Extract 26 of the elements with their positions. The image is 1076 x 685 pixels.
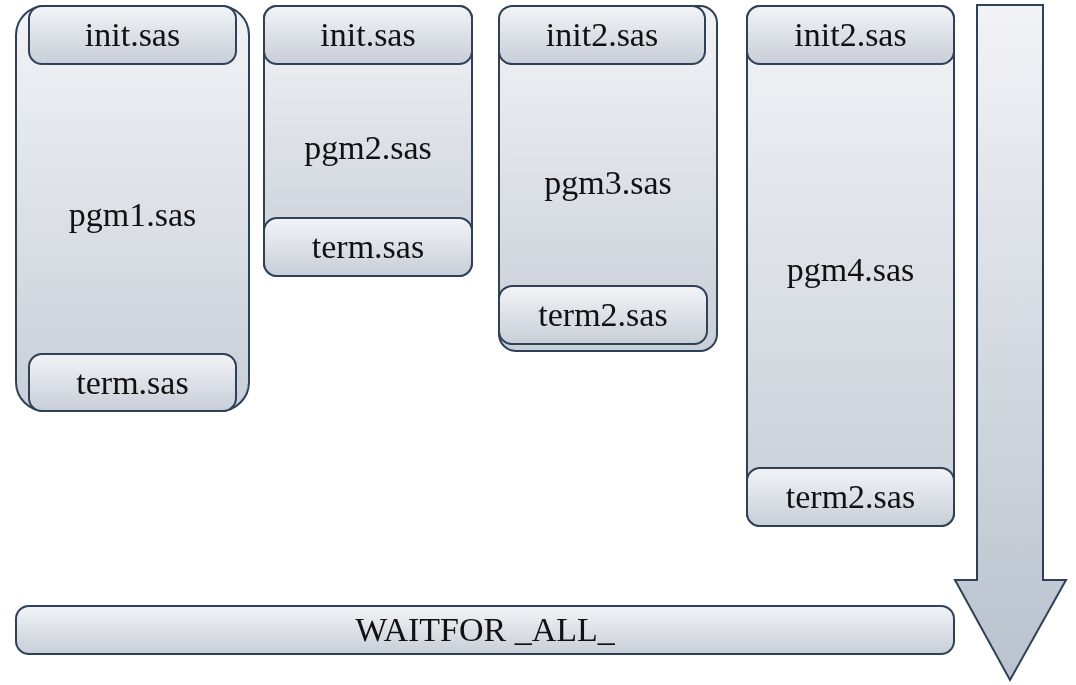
program-column xyxy=(263,5,473,277)
step-label: pgm4.sas xyxy=(785,251,916,289)
step-label: term2.sas xyxy=(537,296,669,334)
step-label: init.sas xyxy=(319,16,417,54)
step-label: term.sas xyxy=(75,364,190,402)
step-box xyxy=(498,285,708,345)
step-label: WAITFOR _ALL_ xyxy=(354,611,616,649)
program-column xyxy=(746,5,955,527)
step-box xyxy=(28,5,237,65)
step-box xyxy=(746,467,955,527)
process-bar xyxy=(15,605,955,655)
step-label: init2.sas xyxy=(544,16,660,54)
step-box xyxy=(28,353,237,412)
step-label: init2.sas xyxy=(793,16,908,54)
step-label: pgm2.sas xyxy=(303,129,433,167)
step-box xyxy=(498,5,706,65)
step-label: term.sas xyxy=(310,228,426,266)
step-box xyxy=(263,217,473,277)
program-column xyxy=(15,5,250,412)
program-column xyxy=(498,5,718,352)
step-label: pgm1.sas xyxy=(67,196,198,234)
step-label: term2.sas xyxy=(784,478,917,516)
step-box xyxy=(263,5,473,65)
step-label: init.sas xyxy=(83,16,182,54)
step-box xyxy=(746,5,955,65)
step-label: pgm3.sas xyxy=(543,164,673,202)
